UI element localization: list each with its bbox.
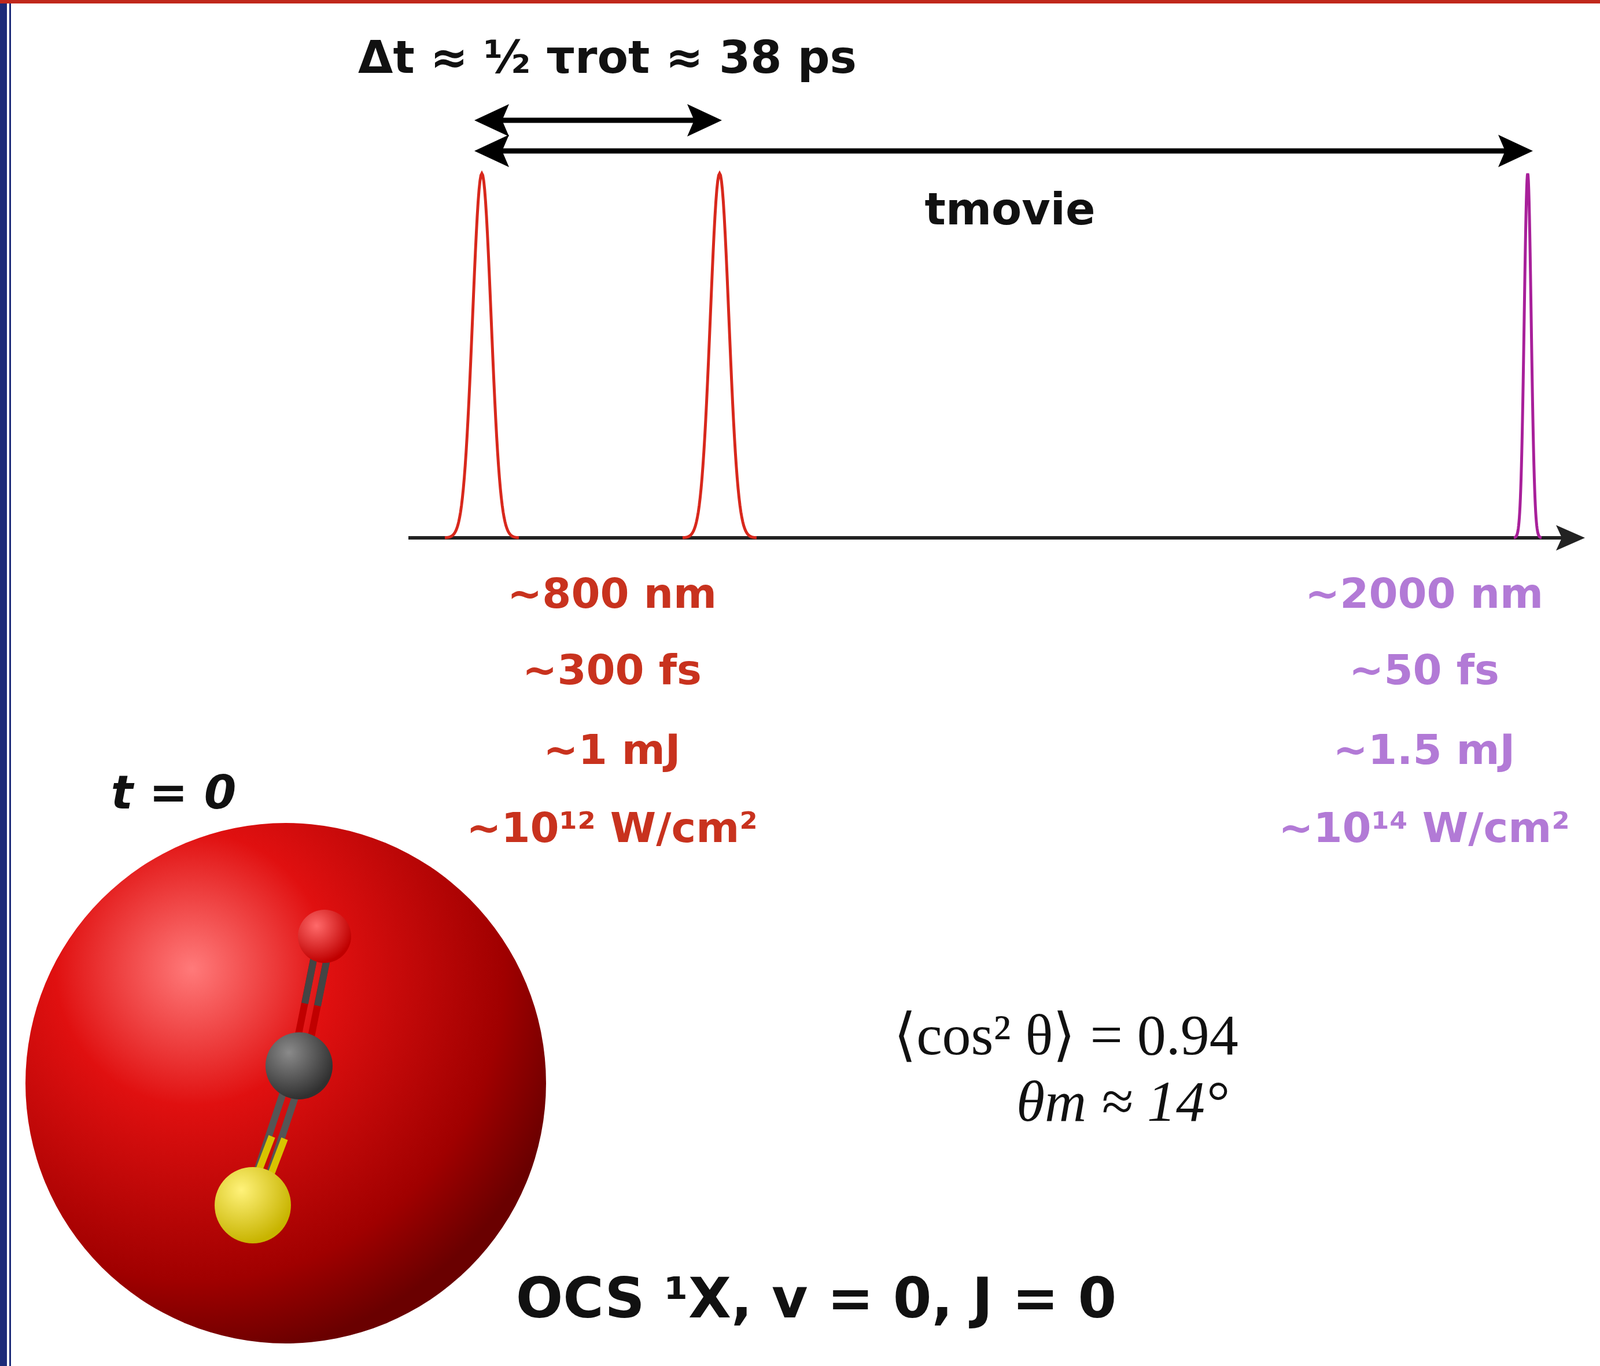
pulse-parameter: ~10¹⁴ W/cm² [1278, 805, 1570, 851]
arrowhead [687, 104, 722, 137]
arrowhead [474, 134, 510, 168]
pulse-parameter: ~2000 nm [1304, 570, 1544, 617]
arrowhead [474, 104, 510, 137]
pulse-parameter: ~50 fs [1348, 647, 1500, 693]
pulse-parameter: ~300 fs [522, 647, 702, 693]
pulse-parameter: ~800 nm [507, 570, 717, 617]
alignment-pulse [682, 173, 757, 538]
alignment-value: ⟨cos² θ⟩ = 0.94 [893, 1003, 1239, 1068]
alignment-sphere [25, 823, 547, 1344]
axis-arrowhead [1556, 525, 1585, 551]
movie-label: tmovie [924, 185, 1096, 234]
delay-label: Δt ≈ ½ τrot ≈ 38 ps [358, 32, 857, 83]
arrowhead [1498, 134, 1533, 168]
pulse-parameter: ~1.5 mJ [1333, 727, 1516, 773]
ocs-molecule [214, 909, 352, 1244]
movie-arrow [497, 148, 1510, 154]
left-bar [0, 3, 7, 1366]
delay-arrow [497, 118, 698, 124]
alignment-pulse [444, 173, 519, 538]
time-zero-label: t = 0 [111, 767, 237, 819]
time-axis [408, 536, 1562, 540]
left-bar-line [9, 3, 11, 1366]
state-label: OCS ¹X, v = 0, J = 0 [515, 1268, 1117, 1330]
pulse-parameter: ~10¹² W/cm² [466, 805, 758, 851]
pulse-parameter: ~1 mJ [543, 727, 681, 773]
probe-pulse [1513, 173, 1542, 538]
cone-angle: θm ≈ 14° [1016, 1070, 1229, 1134]
top-rule [0, 0, 1600, 4]
